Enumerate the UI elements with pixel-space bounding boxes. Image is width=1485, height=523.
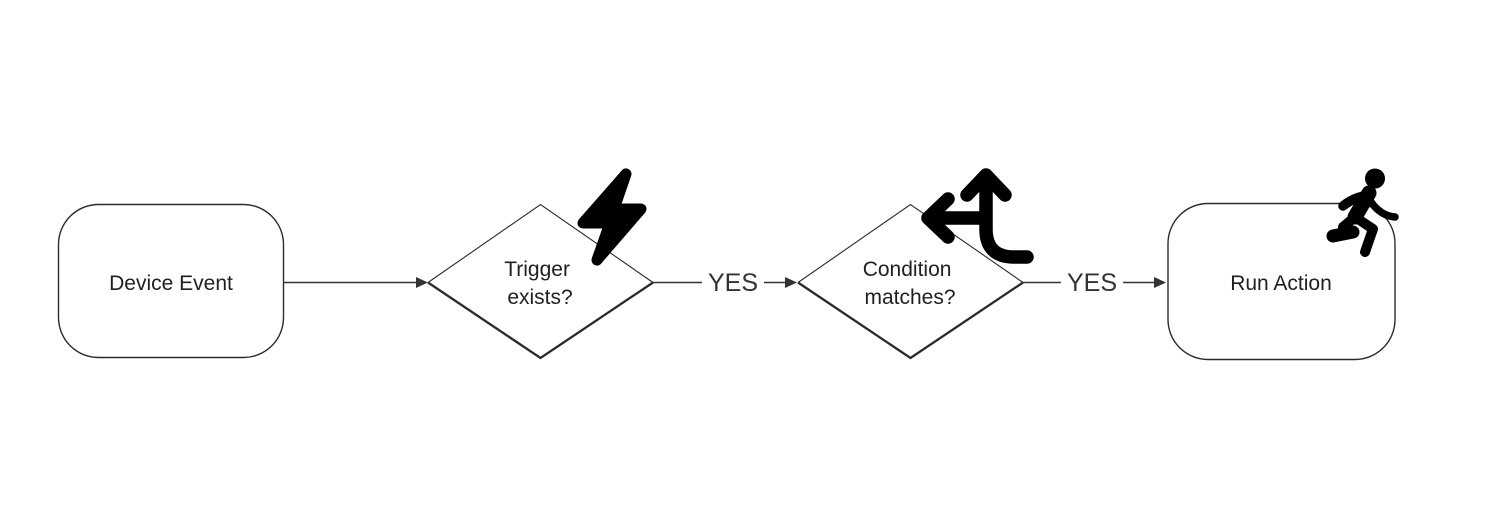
rounded-rectangle-shape xyxy=(1167,202,1396,361)
node-label-line: matches? xyxy=(864,286,955,309)
edge-label-background xyxy=(702,263,764,301)
runner-head xyxy=(1365,168,1385,189)
diamond-lower-edge xyxy=(427,281,654,360)
node-condition-matches: Condition matches? xyxy=(797,203,1024,360)
node-label: Condition matches? xyxy=(863,258,958,309)
node-label-line: Condition xyxy=(863,258,952,281)
diamond-upper-edge xyxy=(797,203,1024,283)
edge-condition-matches-to-run-action: YES xyxy=(1023,263,1166,301)
split-arrow-left-head xyxy=(921,192,955,244)
runner-shoe xyxy=(1326,225,1360,243)
node-trigger-exists: Trigger exists? xyxy=(427,203,654,360)
node-device-event: Device Event xyxy=(57,203,285,359)
arrowhead-icon xyxy=(416,277,428,288)
arrows-split-up-and-left-icon xyxy=(921,168,1034,264)
node-label-line: Run Action xyxy=(1230,272,1332,295)
node-label: Trigger exists? xyxy=(504,258,576,309)
split-arrow-up-head xyxy=(960,168,1012,202)
edge-label-yes: YES xyxy=(1067,269,1117,297)
rounded-rectangle-shape xyxy=(57,203,285,359)
diamond-upper-edge xyxy=(427,203,654,283)
node-label-line: Trigger xyxy=(504,258,570,281)
diamond-lower-edge xyxy=(797,281,1024,360)
arrowhead-icon xyxy=(785,277,797,288)
node-label: Run Action xyxy=(1230,272,1332,295)
node-label-line: Device Event xyxy=(109,272,233,295)
arrowhead-icon xyxy=(1154,277,1166,288)
runner-back-arm xyxy=(1367,198,1399,221)
split-arrow-stem xyxy=(979,169,1034,264)
edge-label-yes: YES xyxy=(708,269,758,297)
edge-device-event-to-trigger-exists xyxy=(284,277,428,288)
runner-front-arm xyxy=(1338,190,1374,211)
node-label-line: exists? xyxy=(507,286,572,309)
edge-trigger-exists-to-condition-matches: YES xyxy=(653,263,797,301)
edge-label-background xyxy=(1061,263,1123,301)
runner-front-leg xyxy=(1350,212,1378,257)
person-running-icon xyxy=(1326,168,1399,257)
runner-back-leg xyxy=(1338,212,1360,232)
lightning-bolt-shape xyxy=(577,168,647,266)
node-run-action: Run Action xyxy=(1167,202,1396,361)
lightning-bolt-icon xyxy=(577,168,647,266)
node-label: Device Event xyxy=(109,272,233,295)
